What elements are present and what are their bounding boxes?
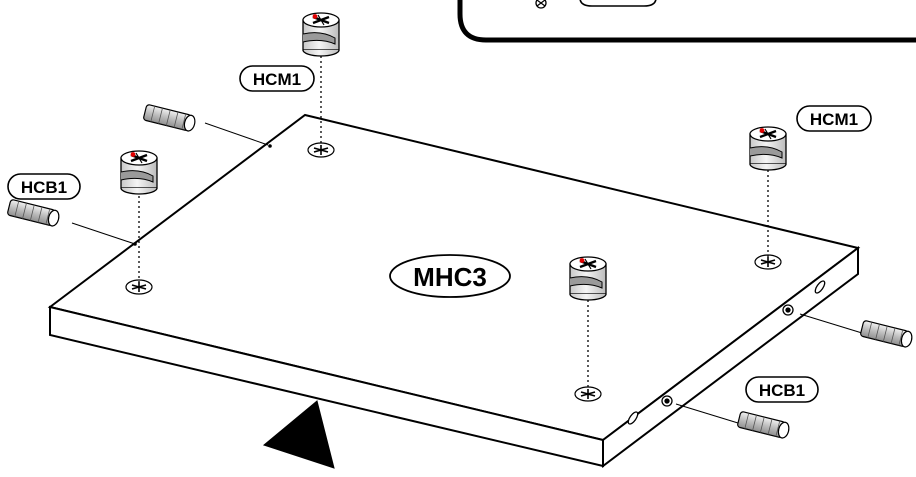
cam-lock-fitting-right: [748, 125, 788, 172]
dowel-leader-lines: [71, 122, 863, 424]
cam-lock-fitting-left: [119, 149, 159, 196]
cam-lock-fitting-center: [568, 255, 608, 302]
svg-text:HCB1: HCB1: [759, 381, 805, 400]
label-panel-mhc3: MHC3: [389, 254, 511, 298]
hole-mark-bottom: [574, 386, 602, 402]
label-hcm1-right: HCM1: [796, 105, 872, 132]
inset-screw-icon: [535, 0, 547, 9]
label-hcb1-right: HCB1: [745, 376, 819, 403]
dowel-pin-left: [6, 198, 62, 228]
dowel-leader-dots: [133, 144, 272, 246]
hole-mark-left: [125, 279, 153, 295]
edge-holes: [627, 280, 826, 425]
svg-text:HCM1: HCM1: [810, 110, 858, 129]
svg-text:HCB1: HCB1: [21, 178, 67, 197]
dowel-pin-bottom-right: [736, 410, 792, 440]
direction-triangle: [262, 400, 335, 469]
svg-text:HCM1: HCM1: [253, 70, 301, 89]
svg-text:MHC3: MHC3: [413, 262, 487, 292]
hole-mark-right: [754, 254, 782, 270]
dowel-pin-top-left: [142, 103, 198, 133]
label-hcb1-left: HCB1: [7, 173, 81, 200]
cam-lock-fitting-top: [301, 11, 341, 58]
dowel-pin-right: [859, 319, 915, 349]
hole-mark-top: [307, 142, 335, 158]
inset-callout-box: [457, 0, 916, 43]
guide-lines: [138, 56, 769, 389]
label-hcm1-top: HCM1: [239, 65, 315, 92]
